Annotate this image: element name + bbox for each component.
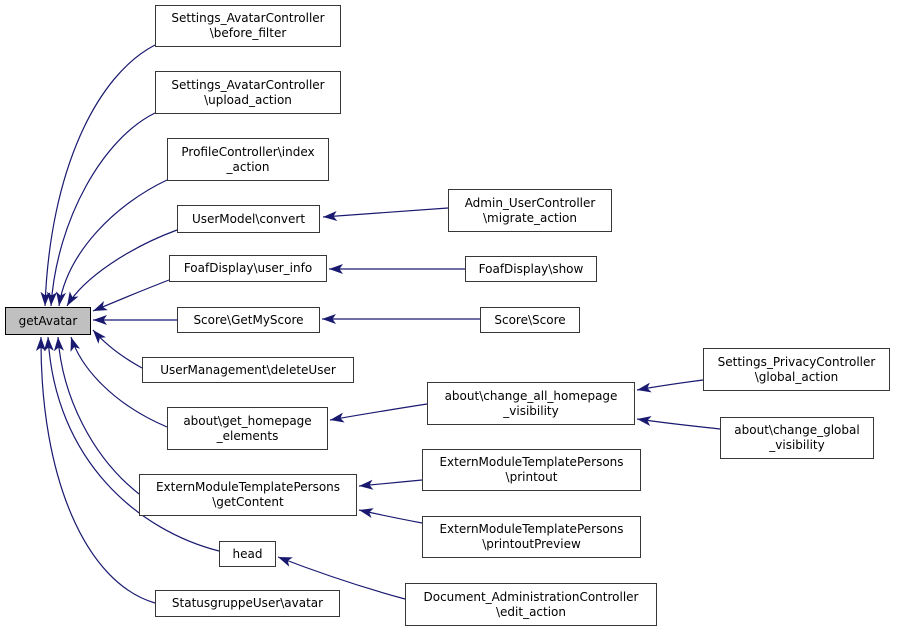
node-label-line: \edit_action	[495, 604, 567, 619]
node-label-line: \global_action	[754, 369, 839, 384]
node-label-line: FoafDisplay\show	[478, 261, 584, 276]
node-label-line: ProfileController\index	[181, 144, 315, 159]
node-about_get_homepage_elements[interactable]: about\get_homepage_elements	[167, 407, 328, 450]
node-label-line: StatusgruppeUser\avatar	[171, 596, 324, 610]
node-score_getmyscore[interactable]: Score\GetMyScore	[177, 307, 320, 333]
edge-foafdisplay_user_info-to-getavatar	[92, 279, 170, 312]
edge-extern_printout-to-extern_getcontent	[358, 479, 423, 490]
edge-admin_usercontroller_migrate_action-to-usermodel_convert	[322, 207, 449, 221]
edge-about_change_global_visibility-to-about_change_all_homepage_visibility	[636, 416, 721, 430]
node-label-line: Settings_PrivacyController	[717, 354, 876, 369]
edge-about_get_homepage_elements-to-getavatar	[70, 336, 168, 428]
node-admin_usercontroller_migrate_action[interactable]: Admin_UserController\migrate_action	[448, 189, 612, 232]
node-score_score[interactable]: Score\Score	[480, 307, 580, 333]
node-label-line: head	[232, 546, 263, 561]
node-foafdisplay_user_info[interactable]: FoafDisplay\user_info	[169, 255, 327, 282]
node-settings_avatar_upload_action[interactable]: Settings_AvatarController\upload_action	[155, 71, 341, 114]
edge-settings_privacy_global_action-to-about_change_all_homepage_visibility	[636, 379, 704, 393]
node-label-line: _elements	[216, 428, 279, 443]
node-head[interactable]: head	[219, 541, 276, 567]
node-label-line: _visibility	[769, 438, 825, 452]
node-settings_avatar_before_filter[interactable]: Settings_AvatarController\before_filter	[155, 5, 341, 47]
node-label-line: getAvatar	[18, 313, 78, 328]
node-label-line: _visibility	[503, 403, 559, 418]
node-about_change_global_visibility[interactable]: about\change_global_visibility	[720, 417, 874, 459]
node-foafdisplay_show[interactable]: FoafDisplay\show	[465, 256, 597, 282]
node-label-line: ExternModuleTemplatePersons	[439, 455, 624, 469]
edge-settings_avatar_upload_action-to-getavatar	[46, 112, 156, 307]
node-label-line: Score\Score	[494, 312, 566, 327]
node-extern_printout[interactable]: ExternModuleTemplatePersons\printout	[422, 449, 641, 491]
node-label-line: \printout	[505, 470, 558, 484]
node-settings_privacy_global_action[interactable]: Settings_PrivacyController\global_action	[703, 348, 890, 391]
edge-extern_getcontent-to-getavatar	[53, 336, 140, 495]
node-label-line: \getContent	[212, 495, 284, 509]
edge-usermodel_convert-to-getavatar	[66, 229, 178, 307]
node-label-line: about\change_global	[734, 423, 860, 437]
node-usermodel_convert[interactable]: UserModel\convert	[177, 205, 320, 233]
node-label-line: Admin_UserController	[464, 195, 596, 210]
edge-doc_admin_edit_action-to-head	[277, 556, 406, 600]
node-about_change_all_homepage_visibility[interactable]: about\change_all_homepage_visibility	[427, 382, 635, 425]
node-label-line: \printoutPreview	[482, 537, 581, 551]
edge-settings_avatar_before_filter-to-getavatar	[40, 44, 156, 307]
node-extern_getcontent[interactable]: ExternModuleTemplatePersons\getContent	[139, 474, 357, 516]
node-doc_admin_edit_action[interactable]: Document_AdministrationController\edit_a…	[405, 583, 657, 626]
node-label-line: Score\GetMyScore	[193, 312, 304, 327]
node-getavatar: getAvatar	[5, 307, 91, 335]
node-label-line: \upload_action	[204, 92, 292, 107]
edge-profile_index_action-to-getavatar	[56, 179, 168, 307]
node-label-line: _action	[226, 159, 270, 174]
node-extern_printoutpreview[interactable]: ExternModuleTemplatePersons\printoutPrev…	[422, 516, 641, 558]
edge-head-to-getavatar	[43, 336, 220, 552]
node-statusgruppeuser_avatar[interactable]: StatusgruppeUser\avatar	[155, 590, 340, 617]
node-label-line: \before_filter	[209, 26, 287, 40]
node-label-line: ExternModuleTemplatePersons	[439, 522, 624, 536]
node-label-line: \migrate_action	[483, 210, 577, 225]
edge-about_change_all_homepage_visibility-to-about_get_homepage_elements	[329, 403, 428, 423]
node-usermanagement_deleteuser[interactable]: UserManagement\deleteUser	[142, 357, 354, 383]
edge-statusgruppeuser_avatar-to-getavatar	[35, 336, 156, 604]
node-label-line: ExternModuleTemplatePersons	[155, 480, 341, 494]
node-label-line: Document_AdministrationController	[423, 589, 639, 604]
edge-extern_printoutpreview-to-extern_getcontent	[358, 508, 423, 524]
node-label-line: Settings_AvatarController	[171, 77, 325, 92]
node-label-line: FoafDisplay\user_info	[183, 261, 313, 275]
node-label-line: UserModel\convert	[191, 211, 306, 226]
node-label-line: UserManagement\deleteUser	[160, 362, 336, 377]
node-label-line: about\get_homepage	[183, 413, 312, 428]
edge-usermanagement_deleteuser-to-getavatar	[92, 329, 143, 369]
node-label-line: about\change_all_homepage	[444, 388, 618, 403]
node-label-line: Settings_AvatarController	[171, 11, 325, 25]
node-profile_index_action[interactable]: ProfileController\index_action	[167, 138, 329, 181]
